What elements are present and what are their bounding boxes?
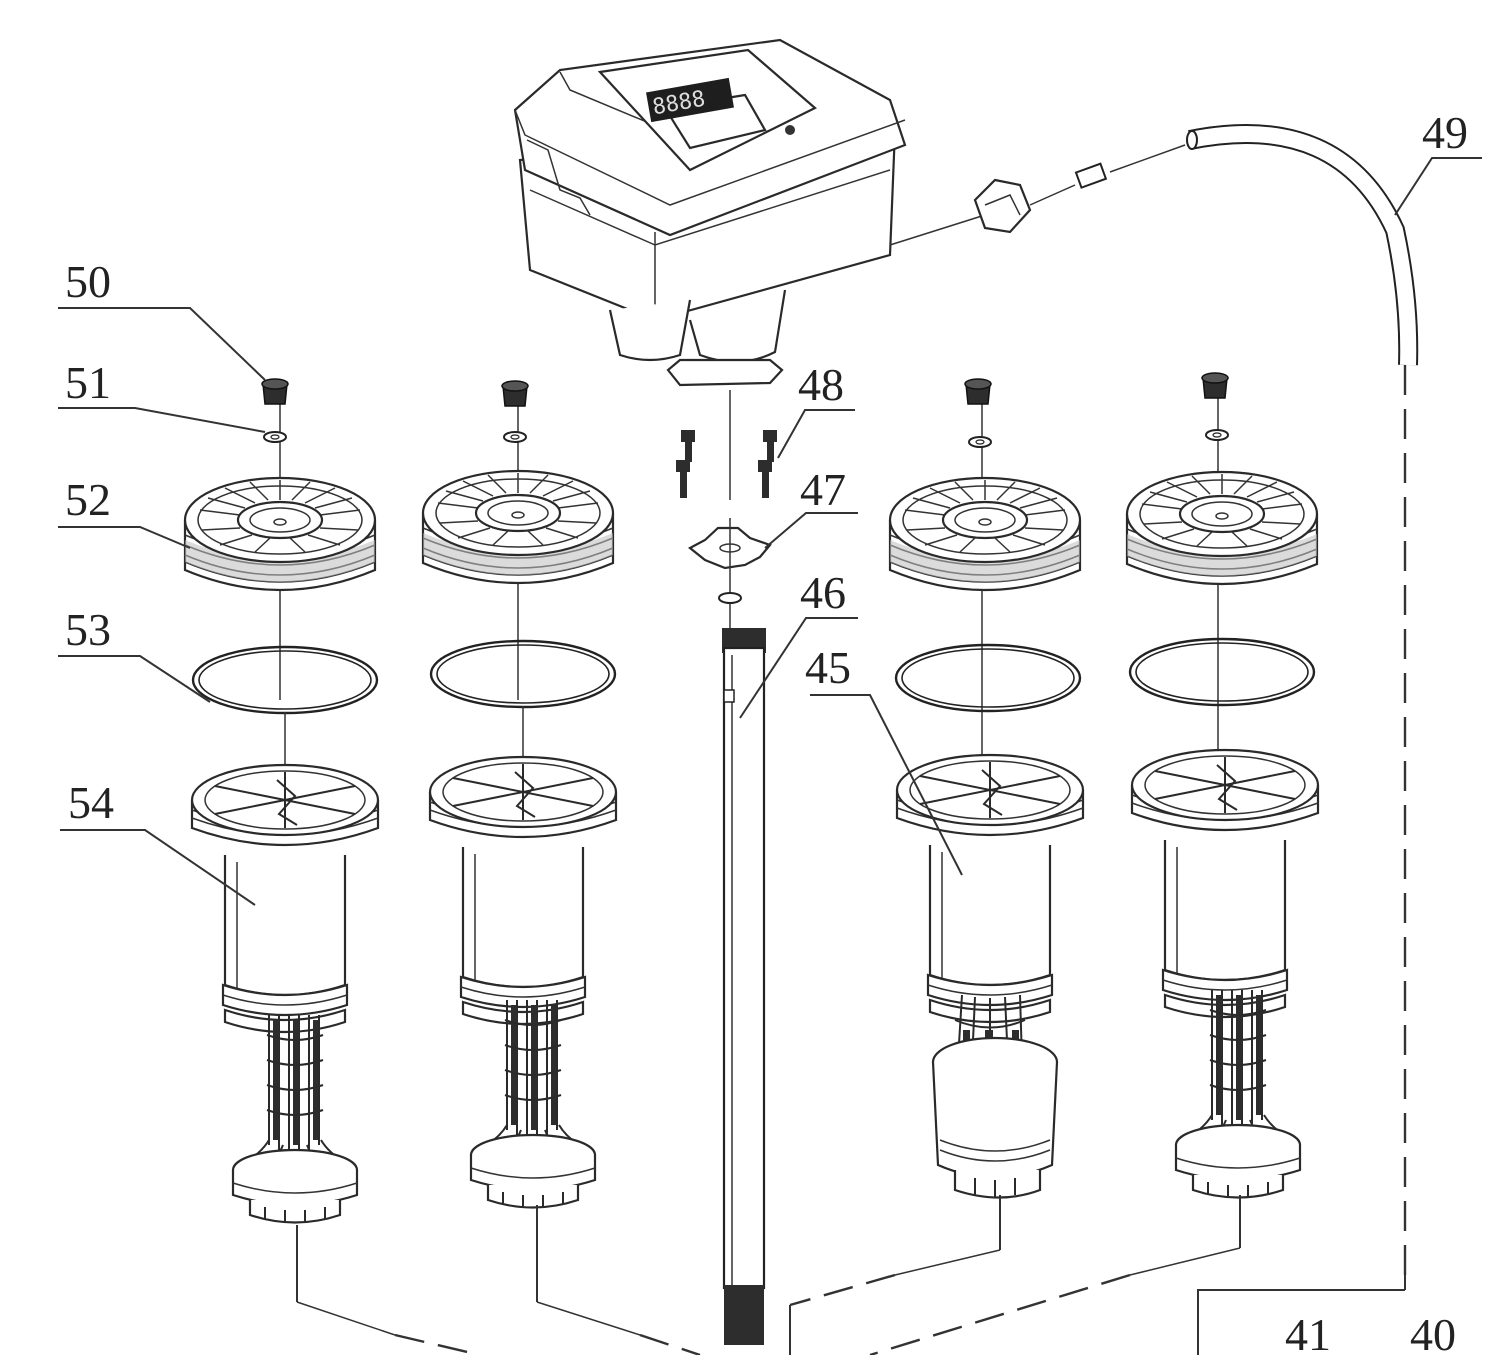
- callout-49: 49: [1394, 107, 1482, 216]
- callout-51: 51: [58, 357, 266, 433]
- callout-label-49: 49: [1422, 107, 1468, 158]
- callout-label-46: 46: [800, 567, 846, 618]
- callout-47: 47: [764, 464, 858, 549]
- callout-label-52: 52: [65, 474, 111, 525]
- assembly-guide-lines: [296, 365, 1407, 1355]
- callout-46: 46: [739, 567, 858, 719]
- drain-tube: [1186, 124, 1419, 366]
- cartridge-1: [183, 378, 380, 1225]
- callout-label-45: 45: [805, 642, 851, 693]
- callout-50: 50: [58, 256, 266, 381]
- insert-fitting: [1074, 162, 1108, 189]
- cartridge-3: [888, 378, 1085, 1199]
- callout-label-53: 53: [65, 604, 111, 655]
- compression-nut: [973, 178, 1032, 234]
- callout-54: 54: [60, 777, 256, 906]
- riser-rod: [722, 628, 766, 1345]
- center-washer: [718, 592, 742, 604]
- callout-52: 52: [58, 474, 191, 549]
- callout-label-48: 48: [798, 359, 844, 410]
- callout-label-50: 50: [65, 256, 111, 307]
- callout-53: 53: [58, 604, 211, 703]
- callout-48: 48: [777, 359, 855, 459]
- callout-45: 45: [805, 642, 963, 876]
- callout-label-41: 41: [1285, 1309, 1331, 1355]
- callout-label-40: 40: [1410, 1309, 1456, 1355]
- brine-valve-body: [931, 994, 1059, 1199]
- callout-label-51: 51: [65, 357, 111, 408]
- callout-label-47: 47: [800, 464, 846, 515]
- cartridge-4: [1125, 372, 1320, 1200]
- controller-head: 8888: [513, 38, 907, 387]
- cartridge-2: [421, 380, 618, 1210]
- callout-label-54: 54: [68, 777, 114, 828]
- callout-40: 40: [1410, 1309, 1456, 1355]
- callout-41: 41: [1285, 1309, 1331, 1355]
- hex-screws: [676, 430, 777, 498]
